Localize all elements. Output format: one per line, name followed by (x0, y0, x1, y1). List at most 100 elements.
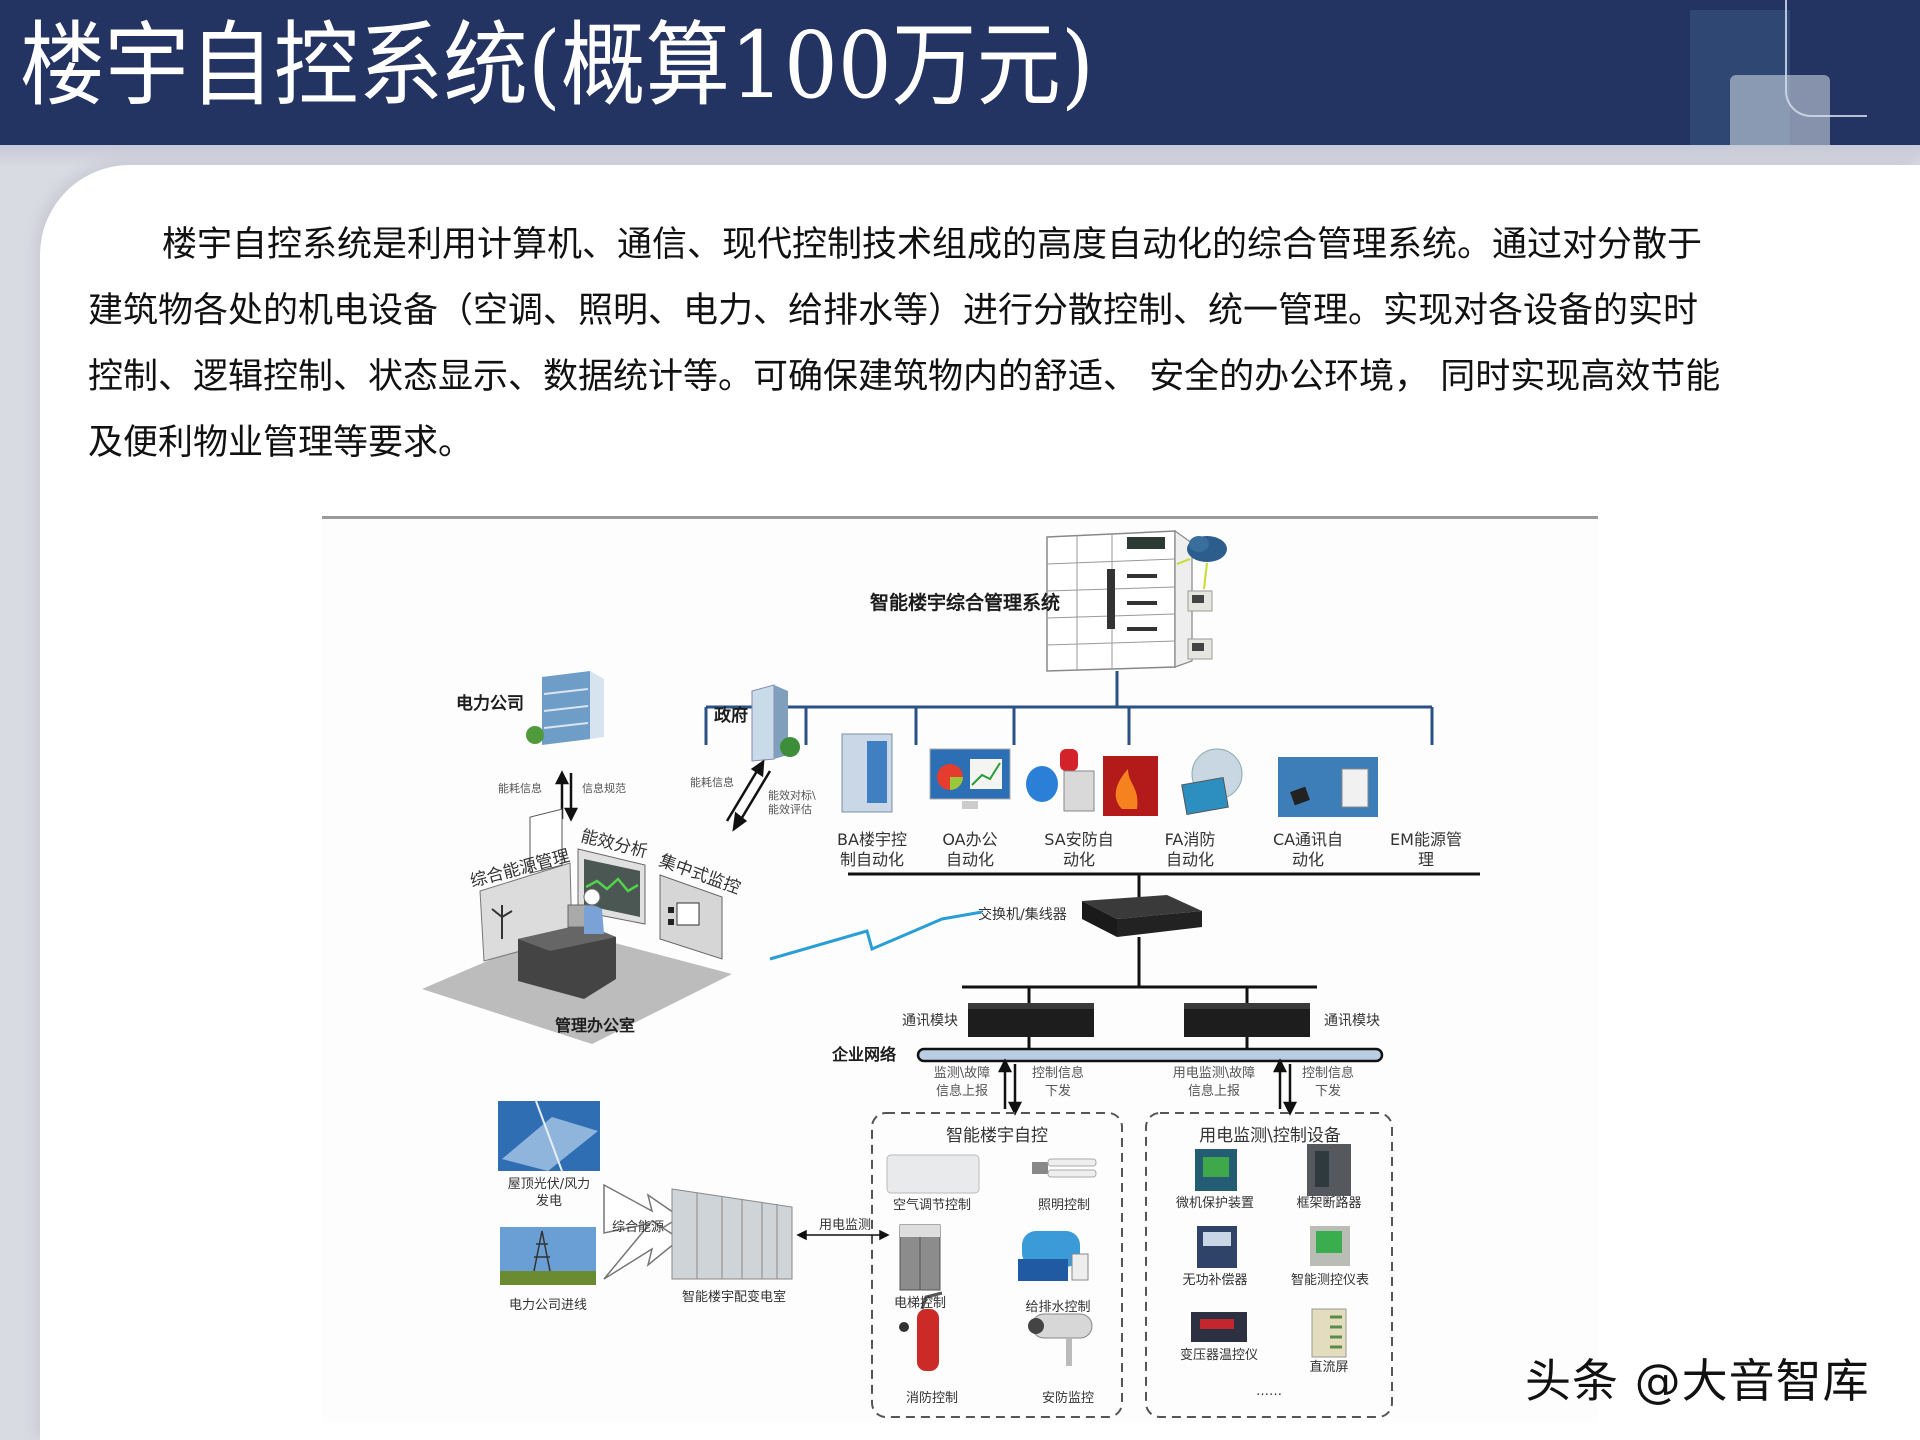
cloud-icon (1176, 536, 1227, 590)
banner-shadow (0, 145, 1920, 167)
bms-item: 给排水控制 (1025, 1300, 1090, 1315)
flow-label: 监测\故障 (934, 1066, 990, 1081)
comm-module-right-label: 通讯模块 (1324, 1013, 1380, 1029)
computer-icon (1187, 590, 1213, 660)
government-label: 政府 (714, 705, 748, 726)
enterprise-network-label: 企业网络 (831, 1045, 896, 1064)
circuit-breaker-icon (1307, 1144, 1351, 1196)
subsystem-label: BA楼宇控 (837, 830, 907, 849)
government-building-icon (751, 684, 800, 762)
bms-item: 消防控制 (906, 1390, 958, 1406)
paragraph-line: 楼宇自控系统是利用计算机、通信、现代控制技术组成的高度自动化的综合管理系统。通过… (162, 225, 1703, 265)
subsystem-bus (704, 671, 1434, 745)
relay-protection-icon (1195, 1149, 1237, 1191)
reactive-compensator-icon (1197, 1226, 1237, 1268)
paragraph-line: 建筑物各处的机电设备（空调、照明、电力、给排水等）进行分散控制、统一管理。实现对… (88, 291, 1699, 331)
enterprise-network-bar (916, 1047, 1384, 1063)
flow-arrows (997, 1058, 1298, 1116)
arrow-label: 能效评估 (768, 802, 812, 816)
subsystem-label: 自动化 (946, 850, 994, 869)
power-item: 微机保护装置 (1176, 1196, 1254, 1211)
lower-bus (848, 872, 1480, 1049)
power-company-label: 电力公司 (456, 693, 524, 714)
power-item: 变压器温控仪 (1180, 1347, 1258, 1363)
bms-box-title: 智能楼宇自控 (946, 1126, 1048, 1146)
combined-energy-arrows (603, 1183, 682, 1280)
comm-module-right-icon (1184, 1003, 1310, 1037)
subsystem-label: 动化 (1292, 850, 1324, 869)
flow-label: 控制信息 (1032, 1065, 1084, 1081)
wireless-link-icon (769, 910, 983, 961)
subsystem-label: 自动化 (1166, 850, 1214, 869)
flow-label: 下发 (1045, 1083, 1071, 1099)
transformer-temp-controller-icon (1191, 1312, 1247, 1342)
power-item: 无功补偿器 (1182, 1273, 1247, 1288)
switch-label: 交换机/集线器 (978, 906, 1067, 923)
dc-panel-icon (1311, 1308, 1347, 1358)
substation-cabinets-icon (671, 1188, 793, 1280)
flow-label: 信息上报 (936, 1083, 988, 1099)
flow-label: 控制信息 (1302, 1065, 1354, 1081)
subsystem-label: CA通讯自 (1273, 830, 1343, 849)
power-item: 直流屏 (1309, 1360, 1348, 1375)
alarm-camera-icon (1026, 749, 1095, 812)
subsystem-label: 制自动化 (840, 850, 904, 869)
comm-module-left-icon (968, 1003, 1094, 1037)
subsystem-label: EM能源管 (1390, 830, 1462, 849)
flow-label: 用电监测\故障 (1173, 1066, 1255, 1081)
bms-item-labels: 空气调节控制 照明控制 电梯控制 给排水控制 消防控制 安防监控 (893, 1197, 1094, 1406)
arrow-label: 能耗信息 (498, 781, 542, 795)
flow-label: 下发 (1315, 1083, 1341, 1099)
building-3d-icon (1046, 529, 1193, 672)
top-system-label: 智能楼宇综合管理系统 (870, 591, 1060, 614)
power-company-building-icon (526, 671, 604, 745)
elevator-icon (899, 1224, 941, 1291)
subsystem-label: FA消防 (1165, 830, 1216, 849)
server-icon (841, 733, 893, 813)
energy-meter-icon (1278, 757, 1378, 817)
system-architecture-diagram: 智能楼宇综合管理系统 BA楼宇控 (322, 516, 1598, 1423)
globe-monitor-icon (1181, 748, 1243, 815)
arrow-label: 能效对标\ (768, 788, 816, 802)
watermark: 头条 @大音智库 (1525, 1354, 1870, 1408)
light-bulb-icon (1032, 1158, 1097, 1178)
power-box-title: 用电监测\控制设备 (1199, 1126, 1341, 1146)
flow-labels: 监测\故障 信息上报 控制信息 下发 用电监测\故障 信息上报 控制信息 下发 (934, 1065, 1354, 1099)
government-arrows (725, 759, 772, 832)
management-office-label: 管理办公室 (555, 1016, 635, 1035)
firewall-icon (1103, 756, 1158, 816)
subsystem-label: 动化 (1063, 850, 1095, 869)
intro-paragraph: 楼宇自控系统是利用计算机、通信、现代控制技术组成的高度自动化的综合管理系统。通过… (88, 212, 1828, 476)
comm-module-left-label: 通讯模块 (902, 1013, 958, 1029)
substation-label: 智能楼宇配变电室 (682, 1289, 786, 1305)
subsystem-label: SA安防自 (1044, 830, 1113, 849)
subsystem-label: OA办公 (942, 830, 997, 849)
energy-label: 发电 (536, 1193, 562, 1209)
power-equipment-box (1145, 1112, 1393, 1418)
arrow-label: 信息规范 (582, 781, 626, 795)
paragraph-line: 及便利物业管理等要求。 (88, 423, 474, 463)
power-item: 框架断路器 (1296, 1195, 1361, 1211)
bms-item: 照明控制 (1038, 1198, 1090, 1213)
solar-wind-image (498, 1100, 600, 1172)
bms-item: 安防监控 (1042, 1390, 1094, 1406)
power-grid-image (500, 1227, 596, 1285)
energy-label: 电力公司进线 (509, 1298, 587, 1313)
fire-extinguisher-icon (899, 1291, 943, 1371)
arrow-label: 能耗信息 (690, 775, 734, 789)
power-item-more: …… (1256, 1384, 1282, 1399)
monitor-chart-icon (929, 748, 1011, 809)
bms-item: 电梯控制 (894, 1296, 946, 1311)
subsystem-labels: BA楼宇控 制自动化 OA办公 自动化 SA安防自 动化 FA消防 自动化 CA… (837, 830, 1462, 869)
bms-box (871, 1112, 1123, 1418)
security-camera-icon (1028, 1313, 1093, 1366)
subsystem-label: 理 (1418, 850, 1434, 869)
water-pump-icon (1018, 1231, 1089, 1281)
power-item: 智能测控仪表 (1291, 1273, 1369, 1288)
bms-item: 空气调节控制 (893, 1197, 971, 1213)
energy-label: 屋顶光伏/风力 (508, 1177, 590, 1192)
title-banner: 楼宇自控系统(概算100万元) (0, 0, 1920, 165)
combined-energy-label: 综合能源 (612, 1220, 664, 1235)
slide-title: 楼宇自控系统(概算100万元) (20, 12, 1094, 119)
paragraph-line: 控制、逻辑控制、状态显示、数据统计等。可确保建筑物内的舒适、 安全的办公环境， … (88, 357, 1721, 397)
